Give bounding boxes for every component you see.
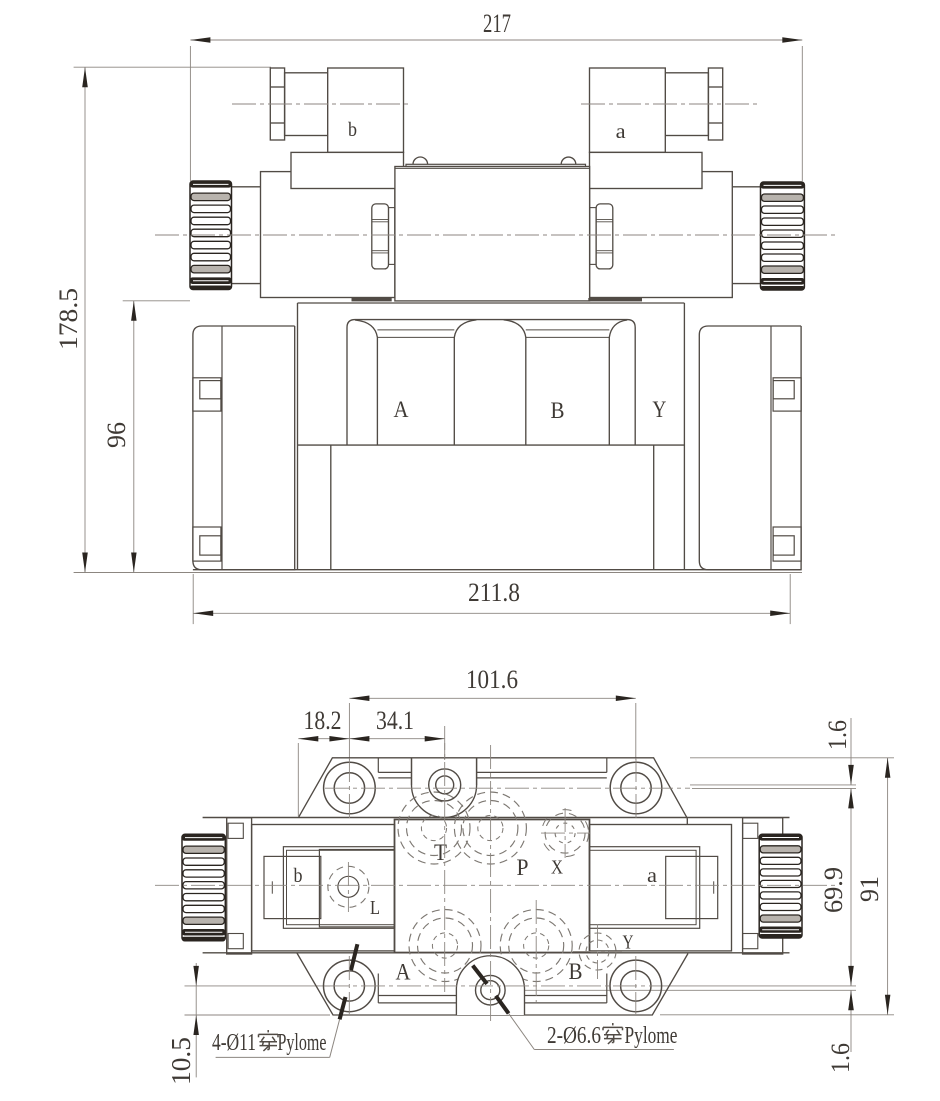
svg-text:91: 91 [855, 876, 884, 902]
svg-text:A: A [394, 397, 409, 422]
svg-text:217: 217 [483, 9, 511, 38]
svg-text:69.9: 69.9 [819, 867, 848, 913]
svg-text:X: X [551, 857, 563, 879]
svg-text:A: A [396, 960, 411, 985]
svg-text:Pylome: Pylome [625, 1023, 678, 1049]
svg-text:96: 96 [102, 422, 131, 448]
svg-text:a: a [647, 865, 657, 887]
svg-text:Y: Y [623, 932, 634, 954]
svg-text:2-Ø6.6: 2-Ø6.6 [547, 1023, 601, 1049]
svg-text:L: L [370, 897, 380, 919]
svg-text:b: b [348, 119, 357, 141]
svg-text:b: b [294, 865, 303, 887]
svg-text:101.6: 101.6 [466, 665, 518, 694]
svg-text:1.6: 1.6 [823, 720, 852, 750]
svg-text:18.2: 18.2 [304, 706, 342, 735]
svg-text:B: B [551, 398, 565, 423]
svg-text:a: a [616, 121, 626, 143]
svg-text:178.5: 178.5 [54, 288, 83, 350]
svg-text:T: T [434, 840, 447, 865]
svg-text:P: P [517, 855, 529, 880]
svg-text:B: B [569, 959, 583, 984]
svg-text:Pylome: Pylome [278, 1030, 327, 1056]
svg-text:4-Ø11: 4-Ø11 [212, 1030, 256, 1056]
svg-text:211.8: 211.8 [468, 578, 520, 607]
svg-text:34.1: 34.1 [376, 706, 414, 735]
svg-text:Y: Y [652, 397, 666, 422]
svg-text:1.6: 1.6 [826, 1043, 855, 1073]
svg-text:10.5: 10.5 [166, 1037, 196, 1085]
